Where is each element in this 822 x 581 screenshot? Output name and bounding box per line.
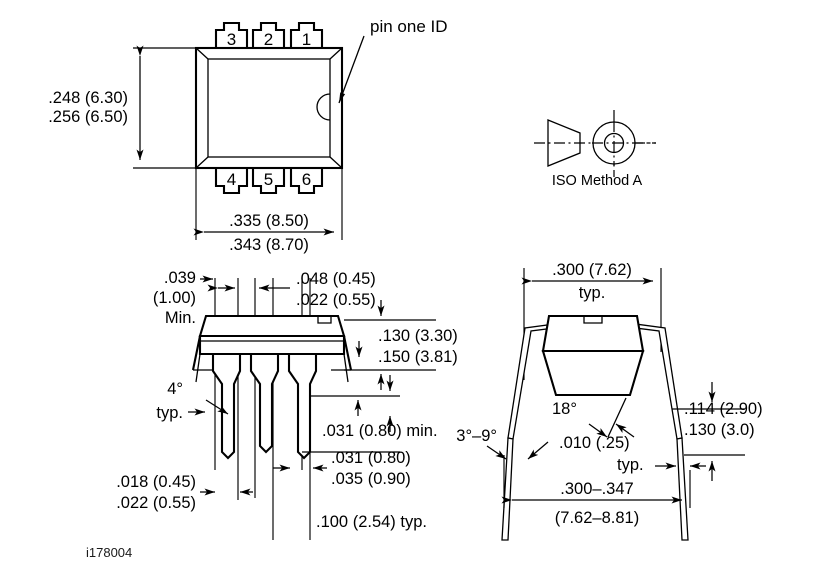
- end-body-angle-label: 18°: [552, 400, 577, 418]
- end-row-spacing-line1: .300 (7.62): [552, 261, 632, 279]
- pin-label-5: 5: [264, 170, 273, 189]
- end-lead-thickness-leader: [527, 441, 549, 460]
- end-body-angle-arrow-2: [615, 423, 635, 438]
- front-body-height-ext: [344, 319, 436, 371]
- front-lead-width-line1: .031 (0.80): [331, 449, 411, 467]
- end-row-spacing-line2: typ.: [579, 284, 606, 302]
- front-view-leads: [211, 334, 318, 460]
- front-body-notch: [317, 316, 332, 324]
- pin-label-3: 3: [227, 30, 236, 49]
- front-lead-thickness-line2: .022 (0.55): [116, 494, 196, 512]
- front-lead-angle-line1: 4°: [167, 380, 183, 398]
- pin-label-2: 2: [264, 30, 273, 49]
- top-width-dim-line2: .343 (8.70): [229, 236, 309, 254]
- front-view-group: .039 (1.00) Min. .048 (0.45) .022 (0.55)…: [116, 269, 458, 540]
- iso-method-a-group: ISO Method A: [534, 110, 656, 189]
- iso-cone-shape: [547, 119, 581, 167]
- top-view-upper-pins: [214, 21, 324, 51]
- end-body-notch: [583, 316, 603, 324]
- front-standoff-line3: Min.: [165, 309, 196, 327]
- pin-label-4: 4: [227, 170, 236, 189]
- top-height-dim-line1: .248 (6.30): [48, 89, 128, 107]
- front-body-side-taper: [191, 335, 353, 371]
- end-lead-right-lower: [676, 437, 689, 541]
- pin-one-id-label: pin one ID: [370, 17, 448, 36]
- pin-label-6: 6: [302, 170, 311, 189]
- top-height-ext-lines: [133, 47, 196, 169]
- end-lead-thickness-line1: .010 (.25): [559, 434, 630, 452]
- front-pitch-dim: .100 (2.54) typ.: [316, 513, 427, 531]
- end-body-angle-leader-line: [607, 397, 627, 438]
- top-view-lower-pins: [214, 165, 324, 195]
- end-body-angle-arrow-1: [588, 423, 608, 438]
- end-lead-angle-label: 3°–9°: [456, 427, 497, 445]
- end-lead-angle-arrow: [486, 445, 507, 460]
- front-lead-width-line2: .035 (0.90): [331, 470, 411, 488]
- top-view-group: 3 2 1 4 5 6 pin one ID .248 (6.30) .256 …: [48, 17, 447, 254]
- front-body-height-line1: .130 (3.30): [378, 327, 458, 345]
- front-lead-angle-line2: typ.: [156, 404, 183, 422]
- pin-one-id-leader: [338, 35, 365, 104]
- front-lead-width-top-line1: .048 (0.45): [296, 270, 376, 288]
- top-width-dim-line1: .335 (8.50): [229, 212, 309, 230]
- pin-label-1: 1: [302, 30, 311, 49]
- end-body-lower: [541, 349, 645, 397]
- top-width-ext-lines: [195, 168, 343, 240]
- end-body-upper: [541, 314, 645, 353]
- top-height-dim-line2: .256 (6.50): [48, 108, 128, 126]
- front-skirt-taper: [195, 353, 349, 383]
- end-seat-height-line2: .130 (3.0): [684, 421, 755, 439]
- front-body-upper: [198, 314, 346, 338]
- front-body-shoulder: [198, 334, 346, 356]
- pin-one-id-notch: [316, 93, 331, 121]
- figure-id-label: i178004: [86, 545, 132, 560]
- end-view-group: .300 (7.62) typ. 18° 3°–9°: [456, 261, 763, 541]
- front-standoff-line2: (1.00): [153, 289, 196, 307]
- end-span-line2: (7.62–8.81): [555, 509, 639, 527]
- end-seat-height-line1: .114 (2.90): [684, 400, 763, 418]
- front-lead-width-top-line2: .022 (0.55): [296, 291, 376, 309]
- end-lead-thickness-line2: typ.: [617, 456, 644, 474]
- end-span-line1: .300–.347: [560, 480, 633, 498]
- front-body-height-line2: .150 (3.81): [378, 348, 458, 366]
- iso-inner-circle: [603, 132, 625, 154]
- front-lead-angle-arrow-2: [205, 399, 229, 415]
- front-lead-thickness-line1: .018 (0.45): [116, 473, 196, 491]
- iso-method-label: ISO Method A: [552, 173, 643, 189]
- front-standoff-line1: .039: [164, 269, 196, 287]
- front-seating-dim: .031 (0.80) min.: [322, 422, 438, 440]
